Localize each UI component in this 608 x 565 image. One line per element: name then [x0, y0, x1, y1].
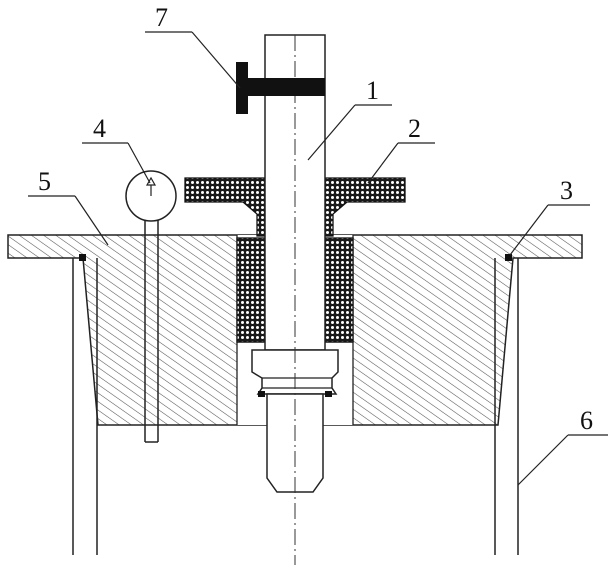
label-7: 7 — [155, 3, 168, 32]
shaft — [251, 34, 339, 565]
support-left — [72, 258, 98, 555]
gauge — [125, 170, 177, 443]
label-2: 2 — [408, 114, 421, 143]
support-right — [494, 258, 519, 555]
label-3: 3 — [560, 176, 573, 205]
seal-left — [79, 254, 86, 261]
label-5: 5 — [38, 167, 51, 196]
seal-right — [505, 254, 512, 261]
label-6: 6 — [580, 406, 593, 435]
handle — [236, 62, 325, 114]
label-1: 1 — [366, 76, 379, 105]
label-4: 4 — [93, 114, 106, 143]
leader-lines — [28, 31, 608, 486]
